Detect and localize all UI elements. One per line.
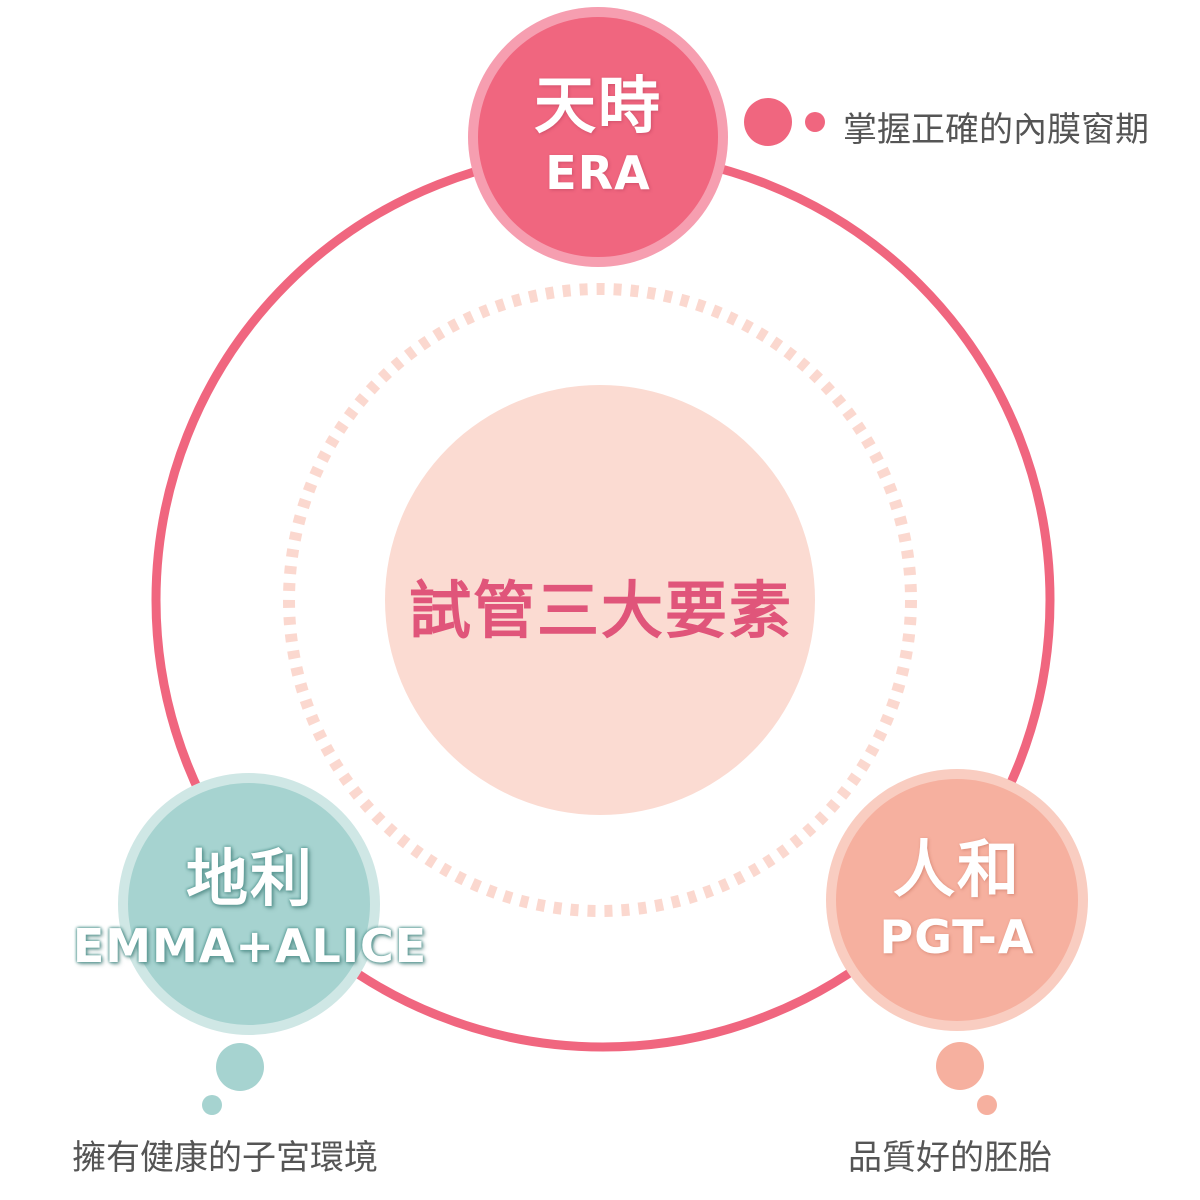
emma-bubble-small [202,1095,222,1115]
pgta-node-disc [836,779,1078,1021]
era-node-disc [478,17,718,257]
era-bubble-large [744,98,792,146]
emma-alice-description: 擁有健康的子宮環境 [72,1138,378,1178]
era-title: 天時 [533,68,662,142]
emma-alice-title: 地利 [185,841,314,915]
emma-alice-node: 地利 EMMA+ALICE [30,835,470,985]
emma-bubble-large [216,1043,264,1091]
pgta-bubble-large [936,1042,984,1090]
center-disc [385,385,815,815]
dotted-ring [283,283,917,917]
era-subtitle: ERA [545,145,651,200]
era-description: 掌握正確的內膜窗期 [843,110,1149,150]
emma-node-disc [128,783,370,1025]
era-bubble-small [805,112,825,132]
era-node: 天時 ERA [478,62,718,212]
pgta-description: 品質好的胚胎 [848,1138,1052,1178]
pgta-subtitle: PGT-A [879,909,1035,964]
pgta-node: 人和 PGT-A [837,826,1077,976]
center-title: 試管三大要素 [408,574,793,647]
pgta-bubble-small [977,1095,997,1115]
emma-alice-subtitle: EMMA+ALICE [72,918,428,973]
pgta-title: 人和 [892,832,1021,906]
